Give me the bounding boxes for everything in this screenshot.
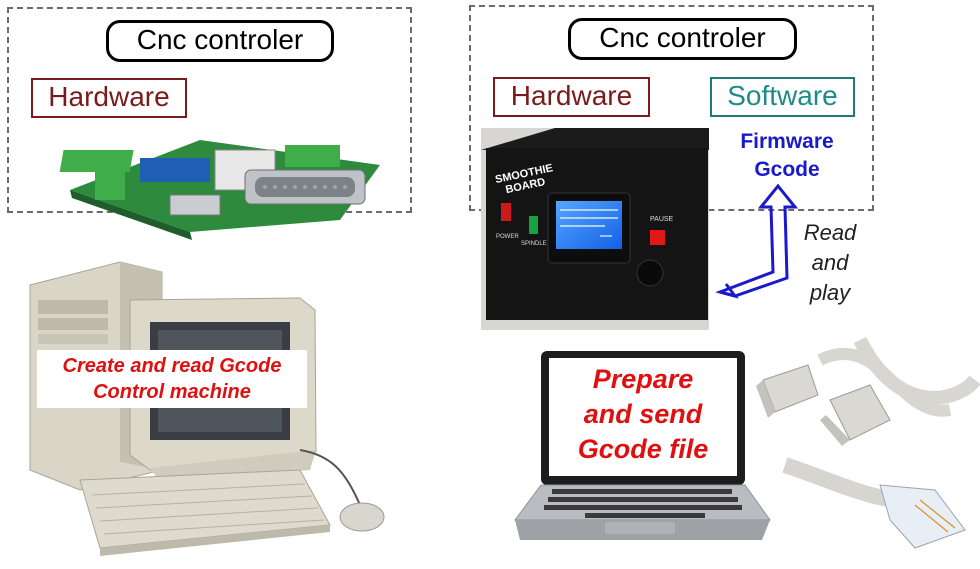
laptop-image	[514, 351, 771, 540]
device-power-label: POWER	[496, 234, 519, 240]
device-spindle-label: SPINDLE	[521, 241, 547, 247]
device-pause-label: PAUSE	[650, 216, 674, 223]
firmware-gcode-label: Firmware Gcode	[717, 128, 857, 184]
right-hardware-tag: Hardware	[493, 77, 650, 117]
laptop-caption-line-2: and send	[583, 399, 703, 429]
laptop-caption: Prepare and send Gcode file	[549, 362, 737, 467]
play-line: play	[809, 280, 851, 305]
pc-caption-line-2: Control machine	[93, 381, 251, 403]
usb-cables-image	[756, 336, 980, 549]
firmware-line: Firmware	[740, 130, 834, 153]
left-hardware-tag: Hardware	[31, 78, 187, 118]
pc-caption: Create and read Gcode Control machine	[37, 353, 307, 405]
desktop-pc-image	[29, 261, 385, 556]
breakout-board-image	[59, 140, 380, 240]
left-title: Cnc controler	[106, 20, 334, 62]
smoothieboard-device-image	[481, 128, 709, 330]
read-and-play-note: Read and play	[795, 218, 865, 308]
gcode-line: Gcode	[754, 158, 820, 181]
pc-caption-line-1: Create and read Gcode	[62, 355, 282, 377]
right-title: Cnc controler	[568, 18, 797, 60]
read-play-arrow	[715, 183, 799, 299]
laptop-caption-line-1: Prepare	[592, 364, 694, 394]
software-tag: Software	[710, 77, 855, 117]
and-line: and	[811, 250, 849, 275]
read-line: Read	[803, 220, 857, 245]
laptop-caption-line-3: Gcode file	[577, 434, 709, 464]
